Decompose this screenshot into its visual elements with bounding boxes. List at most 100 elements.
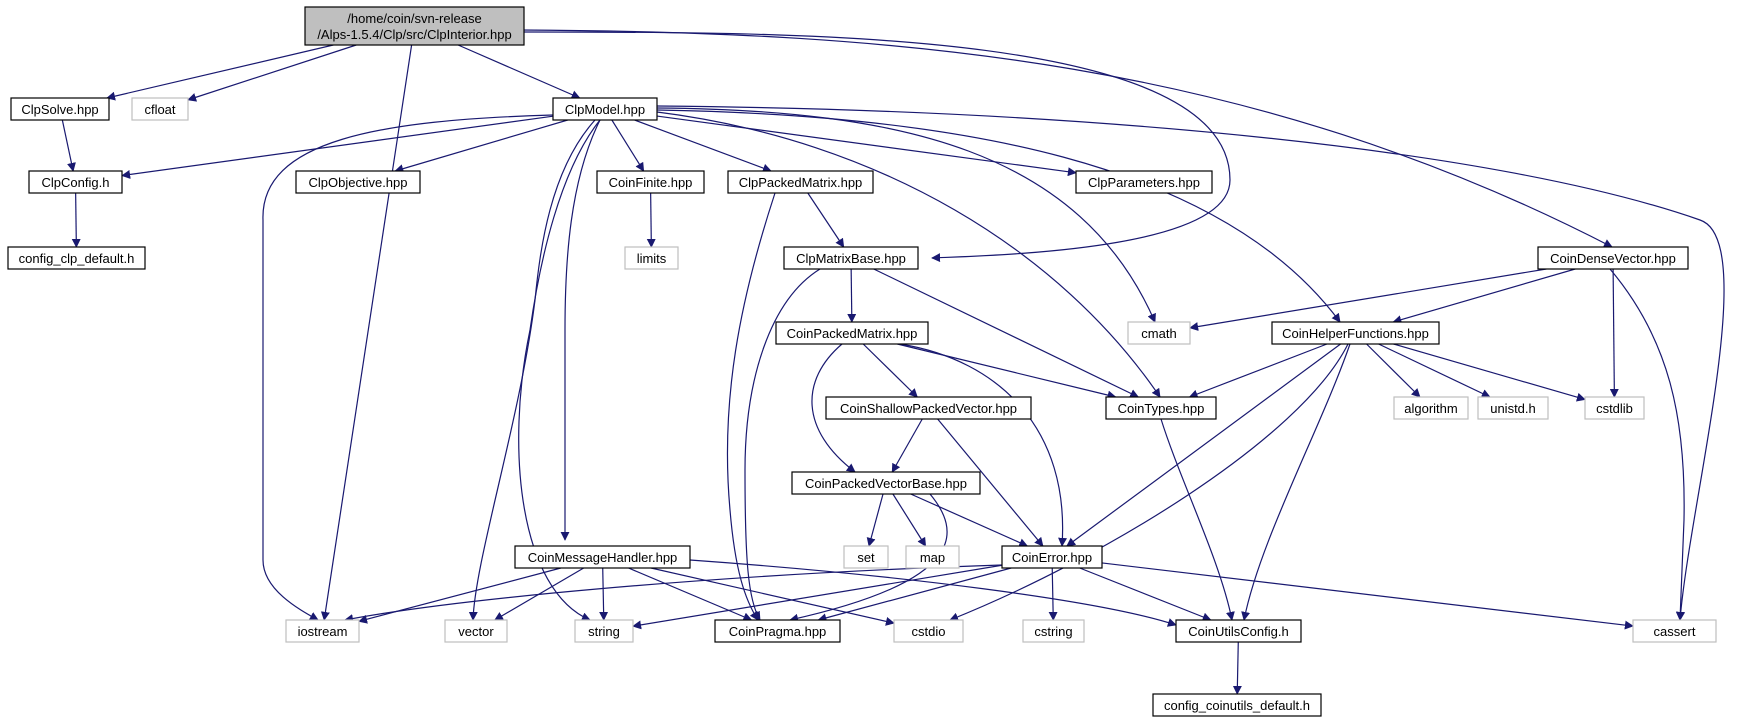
node-label: ClpMatrixBase.hpp — [796, 251, 906, 266]
node-coinpacked[interactable]: CoinPackedMatrix.hpp — [775, 321, 929, 345]
node-box — [791, 471, 981, 495]
node-root[interactable]: /home/coin/svn-release/Alps-1.5.4/Clp/sr… — [304, 6, 525, 46]
node-box — [304, 6, 525, 46]
node-coinshallow[interactable]: CoinShallowPackedVector.hpp — [825, 396, 1032, 420]
node-cfgcoin[interactable]: config_coinutils_default.h — [1152, 693, 1322, 717]
edge-coinpacked-to-cointypes — [897, 343, 1117, 400]
node-label: ClpSolve.hpp — [21, 102, 98, 117]
edge-clpmodel-to-cmath — [656, 107, 1156, 323]
node-label: config_clp_default.h — [19, 251, 135, 266]
node-label: CoinMessageHandler.hpp — [528, 550, 678, 565]
edge-root-to-cfloat — [187, 44, 357, 102]
node-clpsolve[interactable]: ClpSolve.hpp — [10, 97, 110, 121]
edge-clpsolve-to-clpconfig — [61, 119, 76, 172]
node-label: CoinDenseVector.hpp — [1550, 251, 1676, 266]
edges-layer — [61, 29, 1725, 695]
node-clpmatbase[interactable]: ClpMatrixBase.hpp — [783, 246, 919, 270]
node-label: cmath — [1141, 326, 1176, 341]
node-cointypes[interactable]: CoinTypes.hpp — [1105, 396, 1217, 420]
edge-coinhelper-to-cointypes — [1188, 343, 1328, 399]
node-cfgclp[interactable]: config_clp_default.h — [7, 246, 146, 270]
node-coinhelper[interactable]: CoinHelperFunctions.hpp — [1271, 321, 1440, 345]
edge-root-to-iostream — [320, 44, 413, 621]
node-cmath: cmath — [1127, 321, 1191, 345]
node-label: set — [857, 550, 875, 565]
node-limits: limits — [624, 246, 679, 270]
edge-coinerror-to-cstring — [1048, 567, 1058, 621]
edge-coinshallow-to-coinerror — [937, 418, 1044, 547]
edge-clpmodel-to-string — [518, 119, 601, 621]
node-box — [714, 619, 841, 643]
node-clpconfig[interactable]: ClpConfig.h — [28, 170, 123, 194]
node-box — [1632, 619, 1717, 643]
node-label: cstdlib — [1596, 401, 1633, 416]
edge-coindense-to-cassert — [1609, 268, 1685, 621]
node-coinutilscfg[interactable]: CoinUtilsConfig.h — [1175, 619, 1302, 643]
edge-clpmodel-to-cassert — [656, 105, 1725, 621]
node-box — [514, 545, 691, 569]
node-coinfinite[interactable]: CoinFinite.hpp — [596, 170, 705, 194]
node-cfloat: cfloat — [131, 97, 189, 121]
edge-coinfinite-to-limits — [646, 192, 656, 248]
node-box — [1477, 396, 1549, 420]
edge-clpconfig-to-cfgclp — [71, 192, 81, 248]
node-clpobj[interactable]: ClpObjective.hpp — [295, 170, 421, 194]
edge-coinerror-to-iostream — [344, 564, 1003, 623]
node-iostream: iostream — [285, 619, 360, 643]
node-label: ClpPackedMatrix.hpp — [739, 175, 863, 190]
edge-coindense-to-cstdlib — [1609, 268, 1619, 398]
node-clppacked[interactable]: ClpPackedMatrix.hpp — [727, 170, 874, 194]
node-clpparams[interactable]: ClpParameters.hpp — [1075, 170, 1213, 194]
node-coinpvb[interactable]: CoinPackedVectorBase.hpp — [791, 471, 981, 495]
node-label: string — [588, 624, 620, 639]
node-box — [825, 396, 1032, 420]
edge-coinhelper-to-cstdio — [949, 343, 1349, 622]
node-label: config_coinutils_default.h — [1164, 698, 1310, 713]
node-map: map — [905, 545, 960, 569]
node-box — [295, 170, 421, 194]
edge-clpmodel-to-clpparams — [656, 115, 1077, 177]
edge-coinutilscfg-to-cfgcoin — [1232, 641, 1242, 695]
edge-coinhelper-to-cstdlib — [1393, 343, 1586, 402]
node-set: set — [843, 545, 889, 569]
edge-clpmodel-to-clpobj — [394, 119, 568, 174]
node-box — [7, 246, 146, 270]
node-label: cfloat — [144, 102, 175, 117]
node-box — [1022, 619, 1085, 643]
edge-coinhelper-to-coinutilscfg — [1241, 343, 1351, 621]
node-coinerror[interactable]: CoinError.hpp — [1001, 545, 1103, 569]
node-label: CoinPackedMatrix.hpp — [787, 326, 918, 341]
node-box — [893, 619, 964, 643]
node-label: ClpObjective.hpp — [309, 175, 408, 190]
node-cstring: cstring — [1022, 619, 1085, 643]
node-label: CoinError.hpp — [1012, 550, 1092, 565]
node-label: CoinPragma.hpp — [729, 624, 827, 639]
edge-clpmodel-to-coinhelper — [656, 109, 1341, 323]
edge-coinhelper-to-coinerror — [1066, 343, 1341, 547]
node-string: string — [574, 619, 634, 643]
node-algorithm: algorithm — [1393, 396, 1469, 420]
node-unistd: unistd.h — [1477, 396, 1549, 420]
node-coinmsg[interactable]: CoinMessageHandler.hpp — [514, 545, 691, 569]
edge-coinpacked-to-coinerror — [899, 343, 1068, 547]
node-clpmodel[interactable]: ClpModel.hpp — [552, 97, 658, 121]
node-coindense[interactable]: CoinDenseVector.hpp — [1537, 246, 1689, 270]
edge-coinmsg-to-cstdio — [650, 567, 895, 626]
nodes-layer: /home/coin/svn-release/Alps-1.5.4/Clp/sr… — [7, 6, 1717, 717]
node-cassert: cassert — [1632, 619, 1717, 643]
node-box — [552, 97, 658, 121]
edge-clpmodel-to-vector — [468, 119, 596, 621]
edge-clpmodel-to-coinmsg — [560, 119, 601, 541]
node-box — [624, 246, 679, 270]
node-vector: vector — [444, 619, 508, 643]
node-label: ClpModel.hpp — [565, 102, 645, 117]
edge-root-to-clpsolve — [106, 44, 334, 101]
edge-coindense-to-coinhelper — [1392, 268, 1576, 325]
edge-clpmodel-to-clppacked — [634, 119, 772, 173]
node-box — [574, 619, 634, 643]
node-label: map — [920, 550, 945, 565]
node-box — [596, 170, 705, 194]
edge-clppacked-to-coinpragma — [726, 192, 776, 621]
node-coinpragma[interactable]: CoinPragma.hpp — [714, 619, 841, 643]
